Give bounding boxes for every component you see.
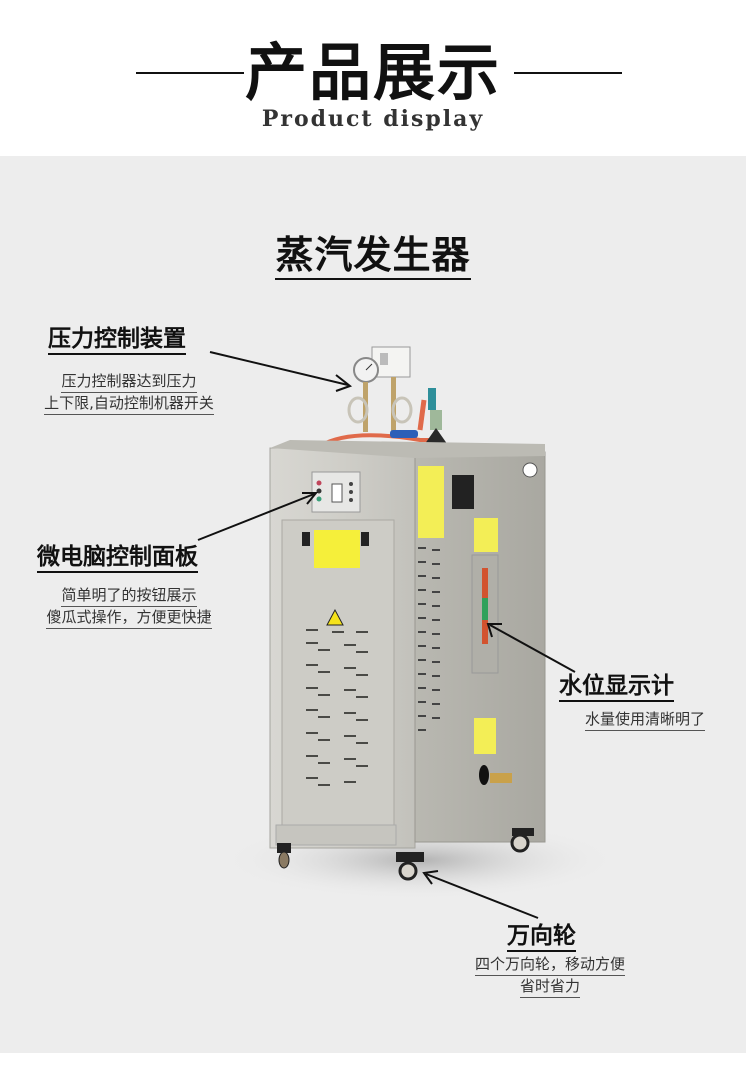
arrow-water-level <box>489 624 576 673</box>
callout-pressure-control-desc: 压力控制器达到压力 上下限,自动控制机器开关 <box>18 371 240 415</box>
callout-desc-line: 简单明了的按钮展示 <box>61 585 197 607</box>
arrow-control-panel <box>197 493 315 541</box>
nameplate <box>452 475 474 509</box>
callout-desc-line: 傻瓜式操作，方便更快捷 <box>46 607 212 629</box>
drain-valve <box>490 773 512 783</box>
callout-desc-line: 水量使用清晰明了 <box>584 709 705 731</box>
page-title: 产品展示 <box>244 36 501 109</box>
water-level-gauge <box>482 568 488 598</box>
callout-desc-line: 四个万向轮，移动方便 <box>474 954 625 976</box>
electric-hazard-icon <box>326 608 344 626</box>
pressure-control-assembly <box>318 346 450 448</box>
product-name-text: 蒸汽发生器 <box>275 232 471 280</box>
machine-body <box>269 440 546 849</box>
header-right-rule <box>514 72 622 74</box>
bottom-strip <box>0 1053 746 1069</box>
arrow-head-icon <box>486 623 502 638</box>
callout-pressure-control-title: 压力控制装置 <box>48 325 186 355</box>
header-left-rule <box>136 72 244 74</box>
arrow-pressure-control <box>209 351 349 386</box>
callout-casters-desc: 四个万向轮，移动方便 省时省力 <box>445 954 655 998</box>
side-warning-label <box>418 466 444 538</box>
callout-desc-line: 压力控制器达到压力 <box>61 371 197 393</box>
callout-water-level-title: 水位显示计 <box>559 672 674 702</box>
product-name: 蒸汽发生器 <box>0 224 746 280</box>
callout-control-panel-desc: 简单明了的按钮展示 傻瓜式操作，方便更快捷 <box>18 585 240 629</box>
header: 产品展示 Product display <box>0 0 746 156</box>
page-subtitle: Product display <box>261 106 485 132</box>
arrow-head-icon <box>422 870 439 885</box>
callout-control-panel-title: 微电脑控制面板 <box>37 543 198 573</box>
callout-arrows <box>197 351 576 919</box>
arrow-head-icon <box>335 374 353 392</box>
callout-water-level-desc: 水量使用清晰明了 <box>560 709 730 731</box>
callout-desc-line: 上下限,自动控制机器开关 <box>44 393 214 415</box>
side-vents <box>418 547 440 731</box>
callout-desc-line: 省时省力 <box>519 976 580 998</box>
left-vents <box>306 629 368 786</box>
arrow-casters <box>425 873 539 919</box>
arrow-head-icon <box>302 492 319 505</box>
warning-label <box>314 530 360 568</box>
callout-casters-title: 万向轮 <box>507 922 576 952</box>
caster-wheels <box>277 828 534 881</box>
